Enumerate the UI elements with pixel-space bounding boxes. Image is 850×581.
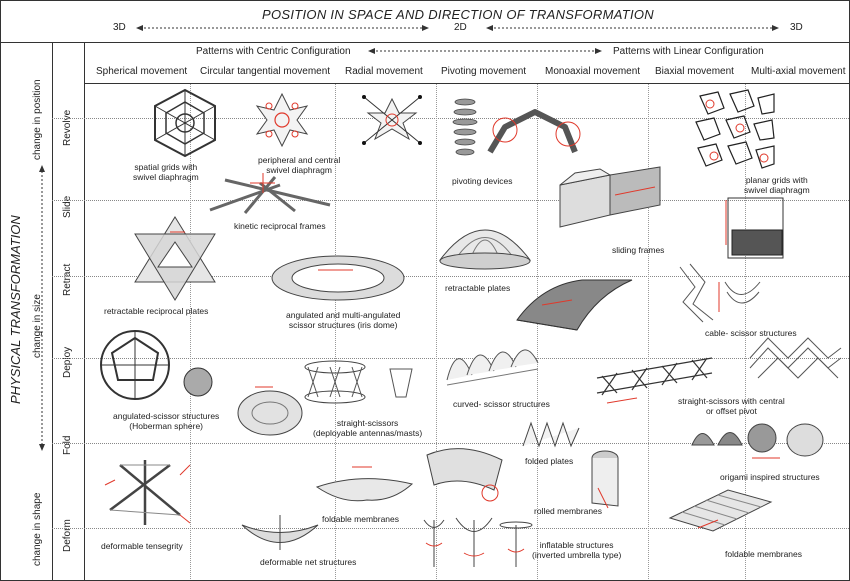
row-divider	[52, 358, 849, 359]
label-straight-scissors: straight-scissors(deployable antennas/ma…	[313, 418, 423, 438]
label-hoberman: angulated-scissor structures(Hoberman sp…	[113, 411, 220, 431]
illustration-foldable-membranes-2	[668, 489, 773, 532]
side-change-position: change in position	[32, 79, 43, 160]
column-spherical: Spherical movement	[96, 66, 188, 77]
column-divider	[190, 84, 191, 579]
label-retractable-reciprocal: retractable reciprocal plates	[104, 306, 209, 316]
illustration-iris-dome	[271, 255, 405, 301]
side-physical-transformation: PHYSICAL TRANSFORMATION	[8, 215, 23, 404]
label-kinetic-reciprocal: kinetic reciprocal frames	[234, 221, 326, 231]
dim-right-3d: 3D	[790, 22, 803, 33]
illustration-hoberman-sphere	[100, 330, 170, 400]
illustration-radial-diaphragm	[362, 95, 422, 145]
illustration-barrel-vault	[516, 279, 633, 331]
illustration-retractable-reciprocal	[134, 216, 216, 301]
row-fold: Fold	[62, 435, 73, 455]
row-deploy: Deploy	[62, 346, 73, 378]
label-curved-scissor: curved- scissor structures	[453, 399, 550, 409]
illustration-foldable-membrane	[315, 466, 414, 502]
label-sliding-frames: sliding frames	[612, 245, 665, 255]
illustration-peripheral-diaphragm	[255, 92, 309, 148]
label-foldable-membranes-1: foldable membranes	[322, 514, 400, 524]
illustration-curved-scissor	[446, 349, 539, 386]
label-inflatable: inflatable structures(inverted umbrella …	[532, 540, 622, 560]
row-divider	[52, 118, 849, 119]
illustration-deformable-net	[241, 515, 319, 550]
illustration-pivoting-devices	[452, 98, 581, 156]
illustration-kinetic-reciprocal	[209, 173, 331, 214]
column-divider	[537, 84, 538, 579]
illustration-small-sphere	[183, 367, 213, 397]
illustration-sliding-frames-2	[725, 197, 784, 259]
header-divider	[0, 42, 849, 43]
side-change-shape: change in shape	[32, 492, 43, 566]
row-divider	[52, 276, 849, 277]
column-monoaxial: Monoaxial movement	[545, 66, 641, 77]
label-origami: origami inspired structures	[720, 472, 820, 482]
label-cable-scissor: cable- scissor structures	[705, 328, 797, 338]
side-divider-1	[52, 42, 53, 580]
row-revolve: Revolve	[62, 109, 73, 146]
pattern-divider	[84, 83, 849, 84]
illustration-straight-central	[596, 357, 713, 404]
row-divider	[52, 528, 849, 529]
illustration-retractable-plates	[438, 229, 532, 270]
side-range-arrow	[39, 165, 45, 451]
illustration-spiral-dome	[237, 386, 303, 436]
illustration-straight-scissors	[304, 360, 413, 404]
row-retract: Retract	[62, 263, 73, 296]
column-circular-tangential: Circular tangential movement	[200, 66, 331, 77]
illustration-sliding-frames	[559, 166, 661, 228]
illustration-planar-grids	[695, 89, 775, 169]
illustration-origami	[691, 423, 824, 459]
row-divider	[52, 200, 849, 201]
illustration-offset-pivot-grid	[749, 337, 842, 379]
label-pivoting-devices: pivoting devices	[452, 176, 513, 186]
label-foldable-membranes-2: foldable membranes	[725, 549, 803, 559]
dim-left-3d: 3D	[113, 22, 126, 33]
illustration-umbrella-fold	[426, 448, 503, 502]
column-divider	[436, 84, 437, 579]
column-divider	[745, 84, 746, 579]
pattern-centric-label: Patterns with Centric Configuration	[196, 46, 351, 57]
label-retractable-plates: retractable plates	[445, 283, 511, 293]
dim-mid-2d: 2D	[454, 22, 467, 33]
label-deformable-tensegrity: deformable tensegrity	[101, 541, 183, 551]
label-folded-plates: folded plates	[525, 456, 574, 466]
dimension-arrows	[136, 25, 779, 54]
row-divider	[52, 443, 849, 444]
illustration-folded-plates	[522, 421, 580, 448]
illustration-tensegrity	[104, 460, 191, 525]
illustration-inverted-umbrellas	[423, 517, 533, 567]
column-biaxial: Biaxial movement	[655, 66, 734, 77]
diagram-title: POSITION IN SPACE AND DIRECTION OF TRANS…	[262, 7, 654, 22]
column-multi-axial: Multi-axial movement	[751, 66, 846, 77]
illustration-rolled-membrane	[591, 450, 619, 509]
label-rolled-membranes: rolled membranes	[534, 506, 603, 516]
side-divider-2	[84, 42, 85, 580]
illustration-spatial-grid	[154, 88, 216, 158]
column-pivoting: Pivoting movement	[441, 66, 527, 77]
row-deform: Deform	[62, 519, 73, 552]
illustration-cable-scissor	[679, 263, 761, 323]
column-divider	[648, 84, 649, 579]
column-divider	[335, 84, 336, 579]
column-radial: Radial movement	[345, 66, 423, 77]
pattern-linear-label: Patterns with Linear Configuration	[613, 46, 764, 57]
label-deformable-net: deformable net structures	[260, 557, 357, 567]
